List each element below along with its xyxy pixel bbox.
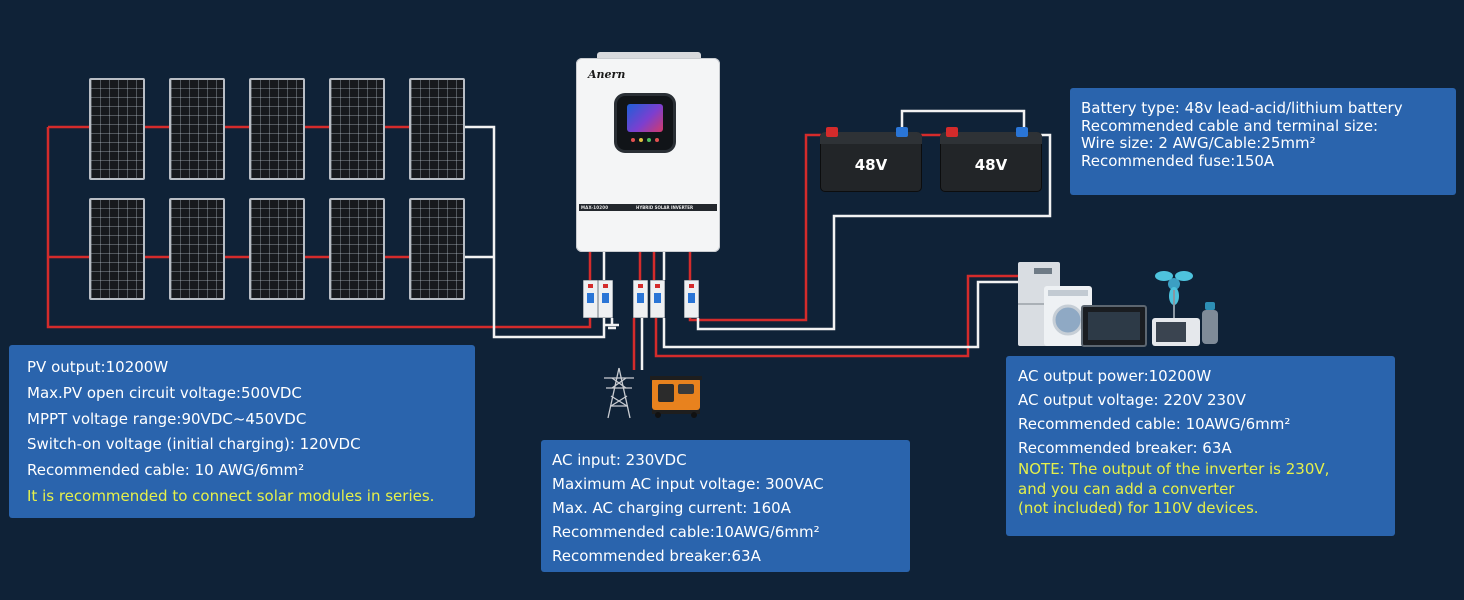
solar-panel [409,78,465,180]
battery-info-line: Wire size: 2 AWG/Cable:25mm² [1081,134,1316,153]
solar-panel [329,198,385,300]
pv-info-line: Recommended cable: 10 AWG/6mm² [27,461,305,480]
ac-input-info-line: Recommended breaker:63A [552,547,761,565]
ac-output-note-line: NOTE: The output of the inverter is 230V… [1018,460,1330,478]
inverter-display [617,96,673,150]
battery-positive-wire [688,133,830,322]
ac-output-info-line: Recommended cable: 10AWG/6mm² [1018,415,1291,433]
solar-panel [249,78,305,180]
inverter-brand-logo: Anern [588,68,626,81]
inverter-model-label: MAX-10200 [581,205,609,210]
pv-info-line: PV output:10200W [27,358,169,376]
pv-info-line: MPPT voltage range:90VDC~450VDC [27,409,307,428]
battery-negative-terminal [896,127,908,137]
battery: 48V [820,132,922,192]
power-grid-tower-icon [604,367,634,419]
generator-icon [650,376,702,418]
ac-output-note-line: (not included) for 110V devices. [1018,499,1259,517]
pv-info-box: PV output:10200W Max.PV open circuit vol… [9,345,475,518]
pv-info-line: Switch-on voltage (initial charging): 12… [27,435,361,454]
pv-info-line: Max.PV open circuit voltage:500VDC [27,383,302,402]
pv-negative-wire [464,125,606,339]
solar-panel [89,198,145,300]
pv-breaker [583,280,598,318]
hybrid-inverter [576,58,720,252]
ac-input-info-line: Maximum AC input voltage: 300VAC [552,475,824,493]
solar-panel [169,198,225,300]
battery-series-link [900,109,1026,135]
home-appliances-icon [1018,262,1218,347]
ac-input-info-line: AC input: 230VDC [552,451,687,469]
pv-info-note: It is recommended to connect solar modul… [27,486,435,505]
ac-output-wire-negative [662,280,1020,349]
battery-breaker [684,280,699,318]
solar-panel [169,78,225,180]
solar-panel [409,198,465,300]
battery-info-line: Recommended fuse:150A [1081,151,1275,170]
ac-input-info-line: Max. AC charging current: 160A [552,499,791,517]
battery-info-box: Battery type: 48v lead-acid/lithium batt… [1070,88,1456,195]
ac-output-info-box: AC output power:10200W AC output voltage… [1006,356,1395,536]
battery-negative-terminal [1016,127,1028,137]
pv-breaker [598,280,613,318]
ac-input-info-line: Recommended cable:10AWG/6mm² [552,523,820,541]
solar-panel [89,78,145,180]
ac-output-info-line: AC output power:10200W [1018,367,1212,385]
battery-info-line: Battery type: 48v lead-acid/lithium batt… [1081,99,1403,117]
battery-negative-wire [696,133,1052,331]
ac-input-info-box: AC input: 230VDC Maximum AC input voltag… [541,440,910,572]
battery: 48V [940,132,1042,192]
battery-voltage-label: 48V [974,156,1008,174]
ac-output-info-line: Recommended breaker: 63A [1018,439,1232,457]
battery-positive-terminal [826,127,838,137]
solar-panel [329,78,385,180]
ac-output-info-line: AC output voltage: 220V 230V [1018,391,1246,409]
inverter-bracket [597,52,701,62]
battery-info-line: Recommended cable and terminal size: [1081,116,1379,135]
ac-input-breaker [633,280,648,318]
battery-positive-terminal [946,127,958,137]
solar-panel [249,198,305,300]
ac-output-note-line: and you can add a converter [1018,479,1235,498]
battery-voltage-label: 48V [854,156,888,174]
inverter-type-label: HYBRID SOLAR INVERTER [636,205,694,210]
pv-positive-wire [46,127,592,329]
ac-output-breaker [650,280,665,318]
inverter-label-stripe [579,204,717,211]
ac-output-wire-positive [654,274,1020,358]
